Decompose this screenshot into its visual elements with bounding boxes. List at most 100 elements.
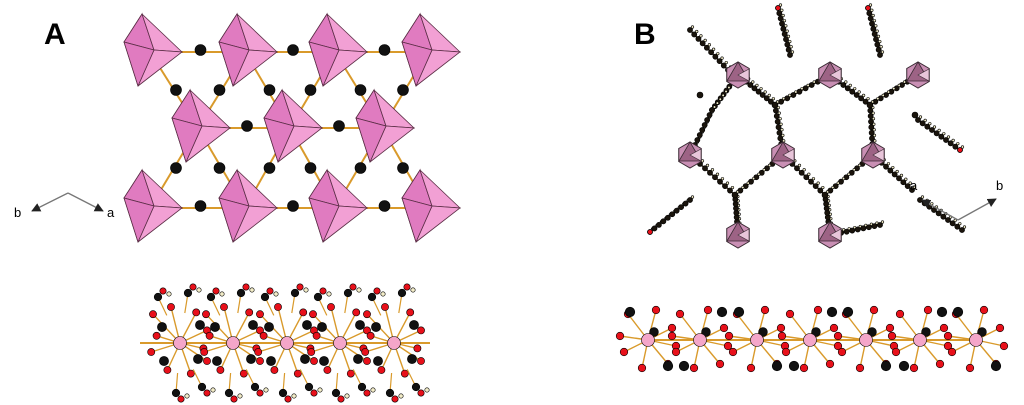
carbon-atom [938,133,945,140]
hydrogen-atom [712,105,717,109]
carbon-atom [990,360,1002,372]
carbon-atom [246,354,256,364]
carbon-atom [787,52,793,58]
hydrogen-atom [881,93,885,97]
carbon-atom [355,320,365,330]
carbon-atom [664,214,671,221]
polyhedron-face [218,41,250,88]
carbon-atom [696,91,704,99]
oxygen-atom [299,308,308,317]
oxygen-atom [391,395,399,403]
oxygen-atom [675,309,685,319]
hydrogen-atom [784,24,788,28]
carbon-atom [691,31,698,38]
oxygen-atom [999,341,1009,351]
hydrogen-atom [263,387,269,393]
carbon-atom [197,382,207,392]
carbon-atom [378,200,391,212]
oxygen-atom [274,303,282,311]
metal-atom [969,333,983,347]
carbon-atom [655,221,662,228]
hydrogen-atom [841,177,846,181]
oxygen-atom [307,348,316,356]
tetrahedron [355,88,416,164]
carbon-atom [936,306,948,318]
carbon-atom [933,130,940,137]
hydrogen-atom [746,181,750,185]
oxygen-atom [855,363,865,373]
hydrogen-atom [759,87,763,91]
carbon-atom [929,127,935,133]
hydrogen-atom [790,50,795,54]
hydrogen-atom [816,181,820,185]
carbon-atom [798,169,805,176]
polyhedron-face [917,68,930,82]
hydrogen-atom [789,45,793,49]
hydrogen-atom [741,185,745,190]
tetrahedron [123,12,184,88]
oxygen-atom [891,347,901,357]
carbon-atom [213,162,226,174]
hydrogen-atom [424,387,430,393]
oxygen-atom [319,287,327,295]
hydrogen-atom [237,393,243,399]
oxygen-atom [417,357,425,365]
hydrogen-atom [897,83,901,87]
oxygen-atom [256,357,264,365]
carbon-atom [812,183,819,190]
carbon-atom [712,174,718,181]
carbon-atom [843,228,850,235]
hydrogen-atom [730,185,735,190]
carbon-atom [898,360,910,372]
metal-atom [280,336,294,350]
hydrogen-atom [857,163,862,167]
hydrogen-atom [937,128,941,132]
carbon-atom [763,95,770,102]
oxygen-atom [887,331,897,341]
carbon-atom [869,20,875,27]
carbon-atom [260,292,270,302]
carbon-atom [696,132,703,138]
carbon-atom [758,327,768,337]
hydrogen-atom [699,34,703,38]
carbon-atom [333,120,345,132]
hydrogen-atom [876,97,880,101]
carbon-atom [747,82,754,88]
oxygen-atom [163,366,172,374]
oxygen-atom [895,309,905,319]
oxygen-atom [943,341,953,351]
carbon-atom [278,388,288,398]
carbon-atom [866,101,874,109]
carbon-atom [397,288,407,298]
hydrogen-atom [923,118,927,122]
oxygen-atom [813,305,823,315]
hydrogen-atom [904,177,908,181]
metal-atom [333,336,347,350]
carbon-atom [651,225,658,232]
hydrogen-atom [767,163,772,167]
carbon-atom [794,165,800,172]
hydrogen-atom [410,287,416,293]
carbon-atom [304,84,317,96]
carbon-atom [236,288,246,298]
carbon-atom [373,356,383,366]
carbon-atom [397,162,409,174]
carbon-atom [213,84,226,96]
hydrogen-atom [778,117,782,121]
panel-b-chain-side-view [615,305,1009,373]
carbon-atom [287,44,299,56]
carbon-atom [959,227,965,233]
carbon-atom [727,187,733,194]
carbon-atom [687,27,693,33]
hydrogen-atom [763,90,767,94]
hydrogen-atom [273,291,279,297]
oxygen-atom [310,389,318,397]
oxygen-atom [615,331,625,341]
carbon-atom [867,327,877,337]
carbon-atom [682,200,689,207]
axis-b-label: b [14,205,21,220]
polyhedron-face [872,148,885,162]
carbon-atom [159,356,169,366]
hydrogen-atom [878,39,882,44]
